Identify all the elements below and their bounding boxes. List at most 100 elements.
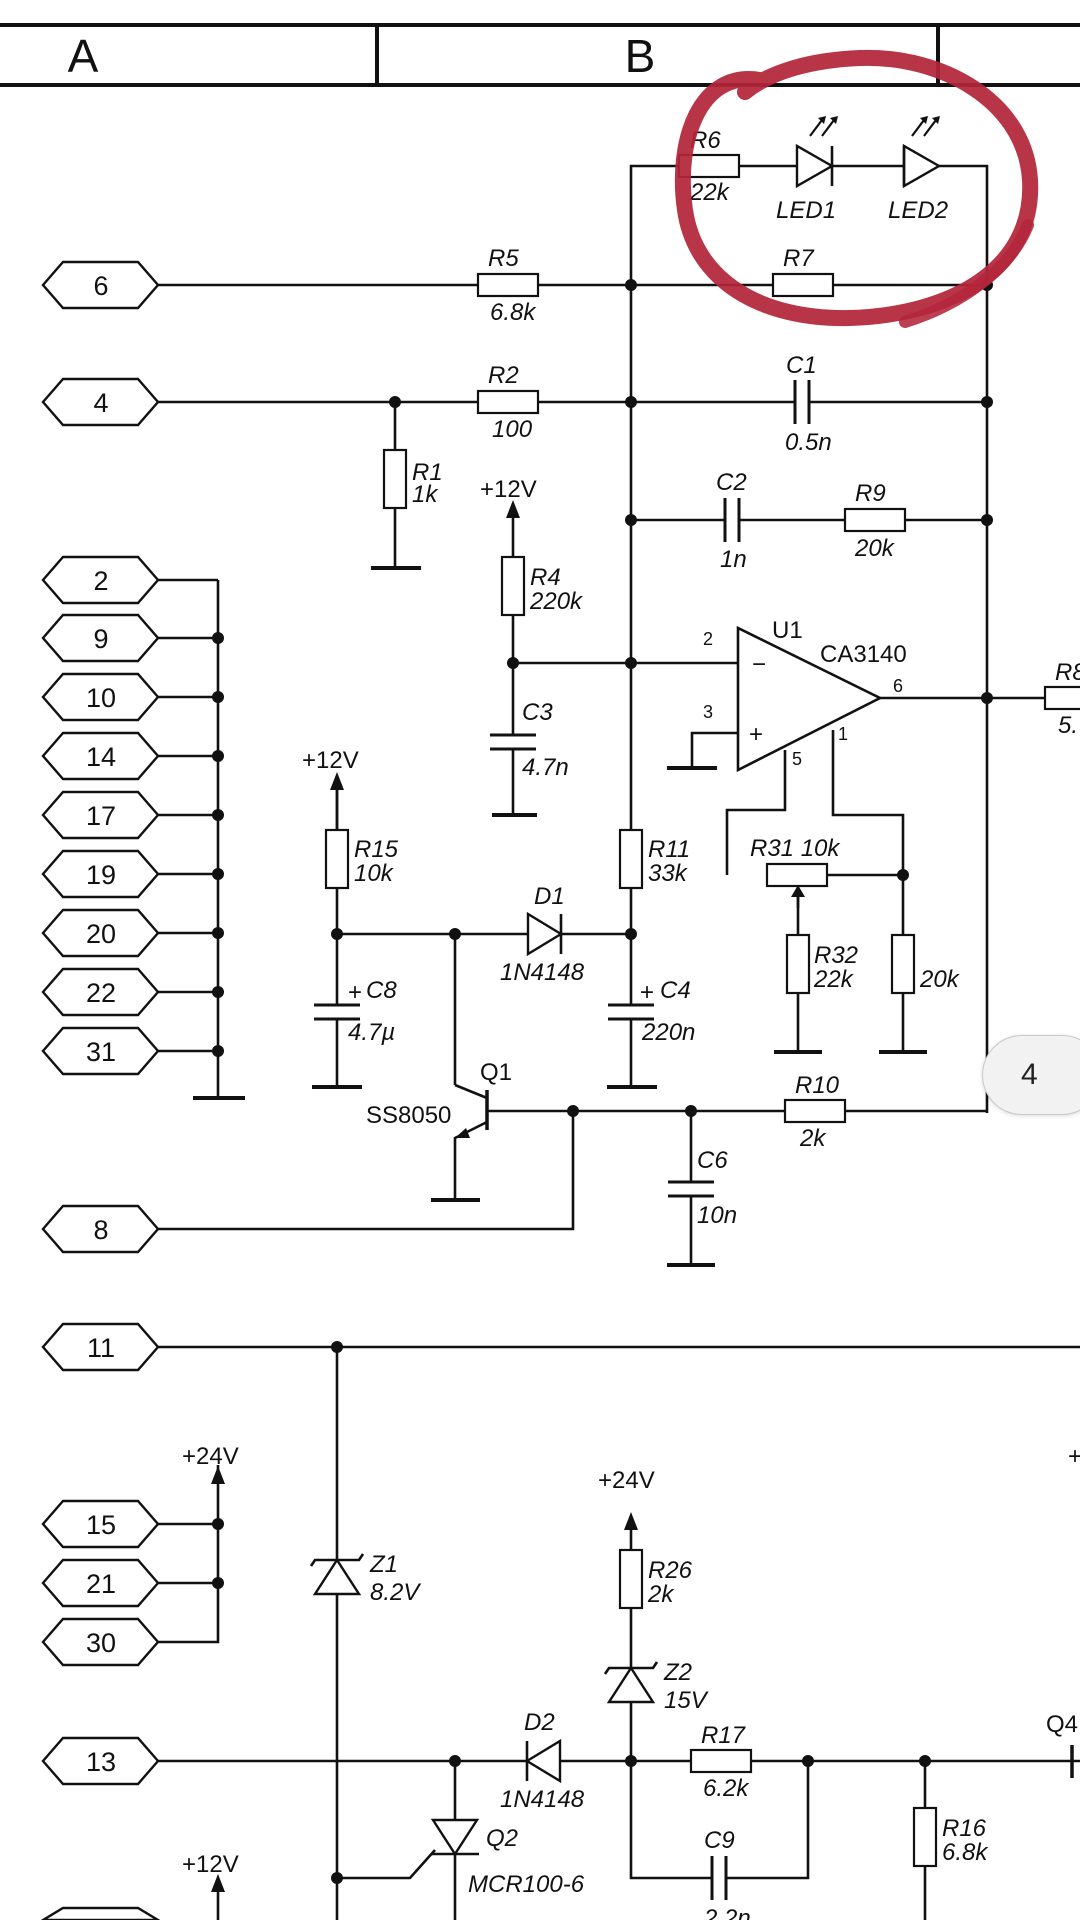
capacitor-c8: + C8 4.7µ bbox=[314, 977, 397, 1046]
svg-text:R17: R17 bbox=[701, 1722, 747, 1749]
svg-text:SS8050: SS8050 bbox=[366, 1102, 451, 1129]
svg-text:31: 31 bbox=[86, 1037, 116, 1067]
svg-text:LED2: LED2 bbox=[888, 197, 948, 224]
resistor-r11: R11 33k bbox=[618, 828, 690, 890]
svg-text:2: 2 bbox=[703, 629, 713, 649]
svg-text:Z1: Z1 bbox=[369, 1551, 398, 1578]
svg-text:U1: U1 bbox=[772, 617, 803, 644]
svg-text:MCR100-6: MCR100-6 bbox=[468, 1871, 585, 1898]
resistor-r1: R1 1k bbox=[382, 448, 443, 510]
svg-text:CA3140: CA3140 bbox=[820, 641, 907, 668]
svg-text:9: 9 bbox=[93, 624, 108, 654]
port-31: 31 bbox=[41, 1026, 160, 1076]
resistor-r9: R9 20k bbox=[843, 480, 907, 562]
svg-text:1: 1 bbox=[838, 724, 848, 744]
svg-text:R16: R16 bbox=[942, 1815, 987, 1842]
supply-24v-bus: +24V bbox=[182, 1443, 239, 1484]
svg-text:R7: R7 bbox=[783, 245, 815, 272]
svg-text:13: 13 bbox=[86, 1747, 116, 1777]
svg-text:3: 3 bbox=[703, 702, 713, 722]
title-frame: A B bbox=[0, 23, 1080, 87]
svg-text:22: 22 bbox=[86, 978, 116, 1008]
svg-text:4.7n: 4.7n bbox=[522, 754, 569, 781]
svg-text:2k: 2k bbox=[647, 1581, 675, 1608]
port-14: 14 bbox=[41, 731, 160, 781]
resistor-20k: 20k bbox=[890, 933, 961, 995]
svg-text:R31 10k: R31 10k bbox=[750, 835, 841, 862]
svg-text:15V: 15V bbox=[664, 1687, 709, 1714]
svg-text:D2: D2 bbox=[524, 1709, 555, 1736]
supply-24v-r26: +24V bbox=[598, 1467, 655, 1530]
svg-text:R11: R11 bbox=[648, 836, 690, 863]
svg-text:21: 21 bbox=[86, 1569, 116, 1599]
port-bottom-partial bbox=[40, 1906, 161, 1920]
svg-text:R1: R1 bbox=[412, 459, 443, 486]
port-6: 6 bbox=[41, 260, 160, 310]
port-15: 15 bbox=[41, 1499, 160, 1549]
svg-text:4: 4 bbox=[93, 388, 108, 418]
transistor-q4: Q4 bbox=[1046, 1711, 1078, 1778]
svg-text:5.: 5. bbox=[1058, 712, 1078, 739]
svg-text:2: 2 bbox=[93, 566, 108, 596]
port-10: 10 bbox=[41, 672, 160, 722]
resistor-r17: R17 6.2k bbox=[689, 1722, 753, 1802]
svg-text:17: 17 bbox=[86, 801, 116, 831]
svg-text:+24V: +24V bbox=[598, 1467, 655, 1494]
svg-text:−: − bbox=[752, 651, 766, 678]
svg-text:C4: C4 bbox=[660, 977, 691, 1004]
svg-text:220n: 220n bbox=[641, 1019, 695, 1046]
svg-text:8: 8 bbox=[93, 1215, 108, 1245]
scr-q2: Q2 MCR100-6 bbox=[430, 1818, 585, 1898]
led-led2: LED2 bbox=[888, 116, 948, 224]
svg-text:30: 30 bbox=[86, 1628, 116, 1658]
svg-text:C1: C1 bbox=[786, 352, 817, 379]
svg-text:+24V: +24V bbox=[182, 1443, 239, 1470]
svg-text:10: 10 bbox=[86, 683, 116, 713]
port-21: 21 bbox=[41, 1558, 160, 1608]
resistor-r15: R15 10k bbox=[324, 828, 399, 890]
port-17: 17 bbox=[41, 790, 160, 840]
port-2: 2 bbox=[41, 555, 160, 605]
potentiometer-r31: R31 10k bbox=[750, 835, 841, 908]
resistor-r32: R32 22k bbox=[785, 933, 858, 995]
svg-text:0.5n: 0.5n bbox=[785, 429, 832, 456]
svg-text:C9: C9 bbox=[704, 1827, 735, 1854]
led-led1: LED1 bbox=[776, 116, 838, 224]
svg-text:R15: R15 bbox=[354, 836, 399, 863]
svg-text:C8: C8 bbox=[366, 977, 397, 1004]
port-11: 11 bbox=[41, 1322, 160, 1372]
page-indicator-tab[interactable]: 4 bbox=[982, 1035, 1080, 1115]
diode-d1: D1 1N4148 bbox=[500, 883, 585, 986]
svg-text:Q1: Q1 bbox=[480, 1059, 512, 1086]
column-header-a: A bbox=[68, 30, 99, 82]
supply-12v-r15: +12V bbox=[302, 747, 359, 830]
svg-text:R9: R9 bbox=[855, 480, 886, 507]
transistor-q1: Q1 SS8050 bbox=[366, 1059, 512, 1138]
svg-text:11: 11 bbox=[87, 1333, 115, 1363]
resistor-r8: R8 5. bbox=[1043, 659, 1080, 739]
svg-text:1k: 1k bbox=[412, 481, 439, 508]
svg-text:C3: C3 bbox=[522, 699, 553, 726]
svg-text:6.8k: 6.8k bbox=[490, 299, 537, 326]
svg-text:LED1: LED1 bbox=[776, 197, 836, 224]
capacitor-c1: C1 0.5n bbox=[785, 352, 832, 456]
svg-text:220k: 220k bbox=[529, 588, 584, 615]
svg-text:8.2V: 8.2V bbox=[370, 1579, 421, 1606]
svg-text:+12V: +12V bbox=[480, 476, 537, 503]
capacitor-c2: C2 1n bbox=[716, 469, 747, 573]
svg-text:6: 6 bbox=[93, 271, 108, 301]
svg-text:20k: 20k bbox=[854, 535, 896, 562]
svg-text:22k: 22k bbox=[689, 179, 731, 206]
svg-text:Q2: Q2 bbox=[486, 1825, 518, 1852]
port-4: 4 bbox=[41, 377, 160, 427]
resistor-r16: R16 6.8k bbox=[912, 1806, 989, 1868]
svg-text:6.8k: 6.8k bbox=[942, 1839, 989, 1866]
port-20: 20 bbox=[41, 908, 160, 958]
svg-text:R32: R32 bbox=[814, 942, 858, 969]
svg-text:1N4148: 1N4148 bbox=[500, 959, 585, 986]
svg-text:22k: 22k bbox=[813, 966, 855, 993]
supply-12v-bottom: +12V bbox=[182, 1851, 239, 1920]
svg-text:R2: R2 bbox=[488, 362, 519, 389]
svg-text:+12V: +12V bbox=[182, 1851, 239, 1878]
